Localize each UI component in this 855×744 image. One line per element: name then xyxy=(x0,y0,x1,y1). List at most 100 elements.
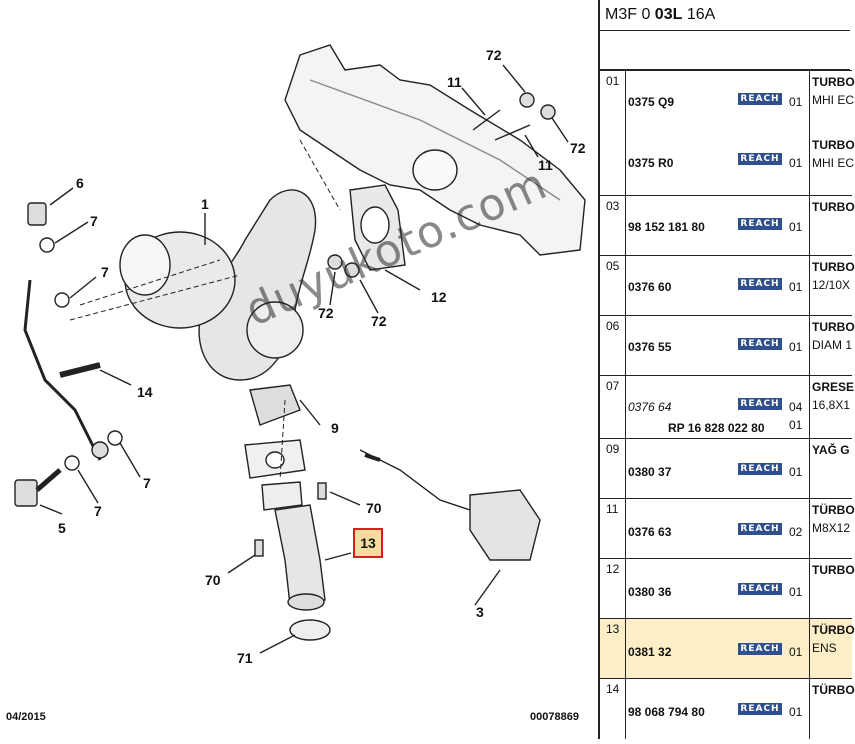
header-prefix: M3F 0 xyxy=(605,6,655,23)
part-ref[interactable]: 0375 Q9 xyxy=(628,95,675,109)
parts-row[interactable]: 01 0375 Q9 REACH 01 TURBO MHI EC xyxy=(600,70,855,132)
reach-badge: REACH xyxy=(738,153,782,165)
part-ref[interactable]: 0375 R0 xyxy=(628,156,674,170)
row-qty: 04 xyxy=(789,400,803,414)
part-detail: MHI EC xyxy=(812,156,854,170)
row-index: 12 xyxy=(600,559,626,618)
part-ref[interactable]: 0376 55 xyxy=(628,340,672,354)
row-qty: 01 xyxy=(789,280,803,294)
reach-badge: REACH xyxy=(738,523,782,535)
callout-7: 7 xyxy=(101,264,109,280)
parts-row[interactable]: 06 0376 55 REACH 01 TURBO DIAM 1 xyxy=(600,315,855,375)
part-name: YAĞ G xyxy=(812,443,850,457)
reach-badge: REACH xyxy=(738,703,782,715)
part-ref[interactable]: 0376 60 xyxy=(628,280,672,294)
part-ref[interactable]: 0380 36 xyxy=(628,585,672,599)
part-ref[interactable]: 98 068 794 80 xyxy=(628,705,705,719)
row-qty: 01 xyxy=(789,585,803,599)
part-note[interactable]: RP 16 828 022 80 xyxy=(668,421,765,435)
part-name: GRESE xyxy=(812,380,855,394)
part-detail: 12/10X xyxy=(812,278,851,292)
parts-row[interactable]: 05 0376 60 REACH 01 TURBO 12/10X xyxy=(600,255,855,315)
callout-6: 6 xyxy=(76,175,84,191)
part-name: TURBO xyxy=(812,563,855,577)
callout-70: 70 xyxy=(366,500,382,516)
callout-9: 9 xyxy=(331,420,339,436)
parts-row[interactable]: 03 98 152 181 80 REACH 01 TURBO xyxy=(600,195,855,255)
footer-date: 04/2015 xyxy=(6,711,46,723)
callout-7: 7 xyxy=(94,503,102,519)
reach-badge: REACH xyxy=(738,278,782,290)
part-detail: ENS xyxy=(812,641,837,655)
callout-72: 72 xyxy=(371,313,387,329)
reach-badge: REACH xyxy=(738,583,782,595)
row-qty-2: 01 xyxy=(789,418,803,432)
reach-badge: REACH xyxy=(738,93,782,105)
parts-row[interactable]: 12 0380 36 REACH 01 TURBO xyxy=(600,558,855,618)
reach-badge: REACH xyxy=(738,338,782,350)
row-index xyxy=(600,132,626,195)
part-name: TÜRBO xyxy=(812,623,855,637)
part-detail: 16,8X1 xyxy=(812,398,851,412)
part-detail: DIAM 1 xyxy=(812,338,853,352)
row-index: 05 xyxy=(600,256,626,315)
row-qty: 01 xyxy=(789,465,803,479)
row-index: 11 xyxy=(600,499,626,558)
part-ref[interactable]: 98 152 181 80 xyxy=(628,220,705,234)
header-code: 03L xyxy=(654,6,683,23)
parts-row[interactable]: 09 0380 37 REACH 01 YAĞ G xyxy=(600,438,852,498)
callout-1: 1 xyxy=(201,196,209,212)
header-suffix: 16A xyxy=(682,6,716,23)
part-name: TURBO xyxy=(812,320,855,334)
part-name: TURBO xyxy=(812,138,855,152)
part-ref[interactable]: 0376 63 xyxy=(628,525,672,539)
row-qty: 01 xyxy=(789,220,803,234)
part-ref[interactable]: 0381 32 xyxy=(628,645,672,659)
parts-row[interactable]: 0375 R0 REACH 01 TURBO MHI EC xyxy=(600,132,855,195)
row-index: 01 xyxy=(600,71,626,132)
parts-diagram: 1 3 5 6 7 7 7 7 9 11 11 12 13 14 70 70 7… xyxy=(6,44,586,723)
row-qty: 01 xyxy=(789,645,803,659)
row-qty: 01 xyxy=(789,156,803,170)
callout-5: 5 xyxy=(58,520,66,536)
part-name: TÜRBO xyxy=(812,683,855,697)
panel-header: M3F 0 03L 16A xyxy=(600,0,850,31)
callout-72: 72 xyxy=(570,140,586,156)
part-name: TÜRBO xyxy=(812,503,855,517)
row-index: 03 xyxy=(600,196,626,255)
callout-7: 7 xyxy=(143,475,151,491)
row-qty: 01 xyxy=(789,705,803,719)
row-index: 13 xyxy=(600,619,626,678)
turbo-exploded-view xyxy=(14,44,586,654)
row-qty: 01 xyxy=(789,95,803,109)
callout-7: 7 xyxy=(90,213,98,229)
callout-14: 14 xyxy=(137,384,153,400)
callout-72: 72 xyxy=(318,305,334,321)
row-qty: 01 xyxy=(789,340,803,354)
part-name: TURBO xyxy=(812,75,855,89)
parts-list-panel: M3F 0 03L 16A 01 0375 Q9 REACH 01 TURBO MHI… xyxy=(598,0,855,739)
callout-12: 12 xyxy=(431,289,447,305)
footer-ref: 00078869 xyxy=(530,711,579,723)
callout-71: 71 xyxy=(237,650,253,666)
row-index: 07 xyxy=(600,376,626,438)
row-index: 09 xyxy=(600,439,626,498)
part-ref[interactable]: 0376 64 xyxy=(628,400,672,414)
callout-70: 70 xyxy=(205,572,221,588)
callout-72: 72 xyxy=(486,47,502,63)
part-name: TURBO xyxy=(812,260,855,274)
reach-badge: REACH xyxy=(738,463,782,475)
row-index: 06 xyxy=(600,316,626,375)
panel-band xyxy=(600,31,850,71)
part-detail: MHI EC xyxy=(812,93,854,107)
part-ref[interactable]: 0380 37 xyxy=(628,465,672,479)
reach-badge: REACH xyxy=(738,643,782,655)
parts-row-selected[interactable]: 13 0381 32 REACH 01 TÜRBO ENS xyxy=(600,618,855,678)
callout-11: 11 xyxy=(447,74,462,90)
reach-badge: REACH xyxy=(738,218,782,230)
part-name: TURBO xyxy=(812,200,855,214)
row-qty: 02 xyxy=(789,525,803,539)
